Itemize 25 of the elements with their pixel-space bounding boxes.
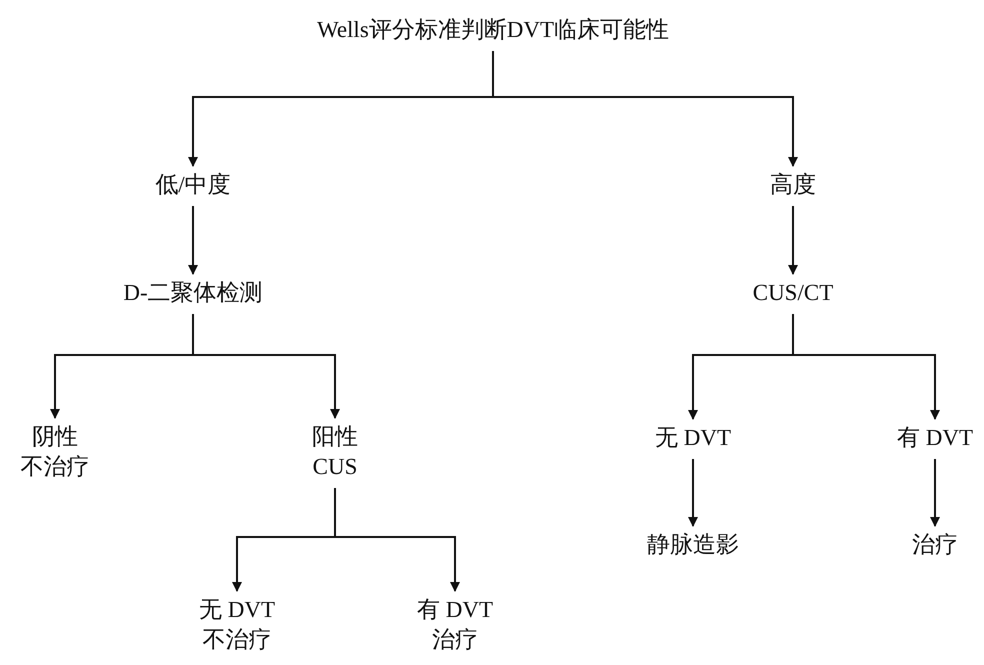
node-label: 低/中度 (155, 171, 231, 199)
node-label: 有 DVT (416, 596, 494, 624)
node-label: 静脉造影 (647, 531, 739, 559)
node-label: CUS/CT (752, 279, 834, 307)
node-label: 不治疗 (20, 453, 90, 481)
arrow (688, 459, 698, 527)
node-label: CUS (312, 453, 358, 481)
node-label: Wells评分标准判断DVT临床可能性 (316, 16, 670, 44)
node-label: 治疗 (431, 626, 479, 654)
node-label: 阳性 (312, 423, 358, 451)
node-label: 无 DVT (654, 424, 732, 452)
node-label: 阴性 (31, 423, 79, 451)
node-label: 有 DVT (896, 424, 974, 452)
node-label: D-二聚体检测 (123, 279, 263, 307)
node-label: 治疗 (912, 531, 958, 559)
arrow (930, 459, 940, 527)
node-label: 不治疗 (202, 626, 272, 654)
arrow (788, 206, 798, 275)
arrow (334, 488, 460, 592)
arrow (492, 51, 798, 167)
node-label: 无 DVT (198, 596, 276, 624)
node-label: 高度 (770, 171, 816, 199)
arrow (188, 206, 198, 275)
arrow (192, 314, 340, 419)
arrow (792, 314, 940, 420)
